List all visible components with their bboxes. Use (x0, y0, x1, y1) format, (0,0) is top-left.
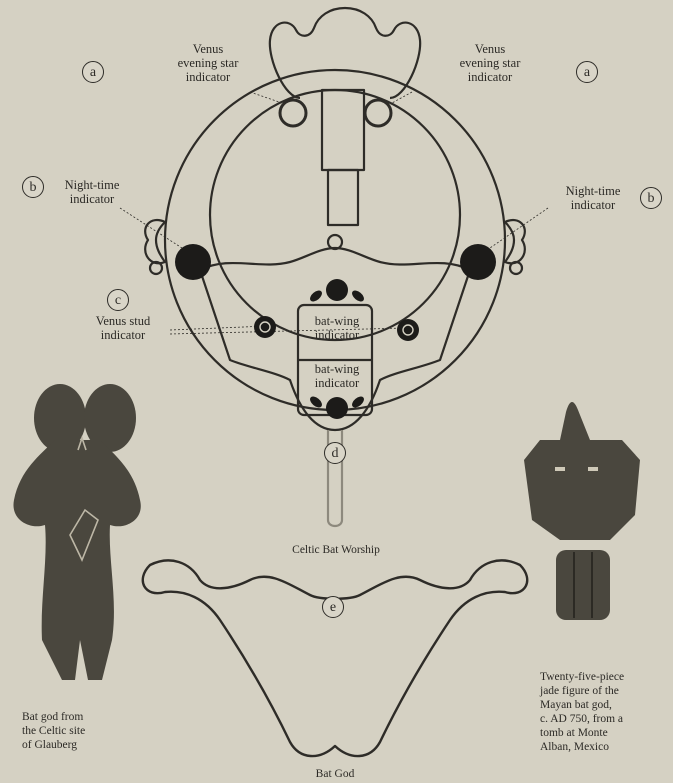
mayan-figure (524, 402, 640, 620)
bat-god-outline (143, 560, 527, 756)
marker-a-left: a (82, 61, 104, 83)
marker-a-right: a (576, 61, 598, 83)
right-lug (505, 220, 525, 263)
inner-ring (210, 90, 460, 340)
label-night-left: Night-time indicator (50, 178, 134, 206)
top-finial (270, 8, 420, 98)
caption-glauberg: Bat god from the Celtic site of Glauberg (22, 710, 132, 752)
marker-e: e (322, 596, 344, 618)
label-batwing-top: bat-wing indicator (300, 314, 374, 342)
night-stud-right (460, 244, 496, 280)
venus-stud-right (397, 319, 419, 341)
marker-c: c (107, 289, 129, 311)
marker-b-left: b (22, 176, 44, 198)
label-venus-stud: Venus stud indicator (68, 314, 178, 342)
marker-b-right: b (640, 187, 662, 209)
label-venus-right: Venus evening star indicator (440, 42, 540, 84)
glauberg-figure (13, 384, 140, 680)
caption-mayan: Twenty-five-piece jade figure of the May… (540, 670, 670, 754)
label-venus-left: Venus evening star indicator (158, 42, 258, 84)
batwing-stud-top (326, 279, 348, 301)
batwing-stud-bottom (326, 397, 348, 419)
night-stud-left (175, 244, 211, 280)
venus-crescent-right (365, 100, 391, 126)
caption-celtic: Celtic Bat Worship (270, 543, 402, 557)
caption-bat-god: Bat God (290, 767, 380, 781)
venus-crescent-left (280, 100, 306, 126)
venus-stud-left (254, 316, 276, 338)
label-night-right: Night-time indicator (548, 184, 638, 212)
pin-housing (322, 90, 364, 170)
marker-d: d (324, 442, 346, 464)
label-batwing-bottom: bat-wing indicator (300, 362, 374, 390)
